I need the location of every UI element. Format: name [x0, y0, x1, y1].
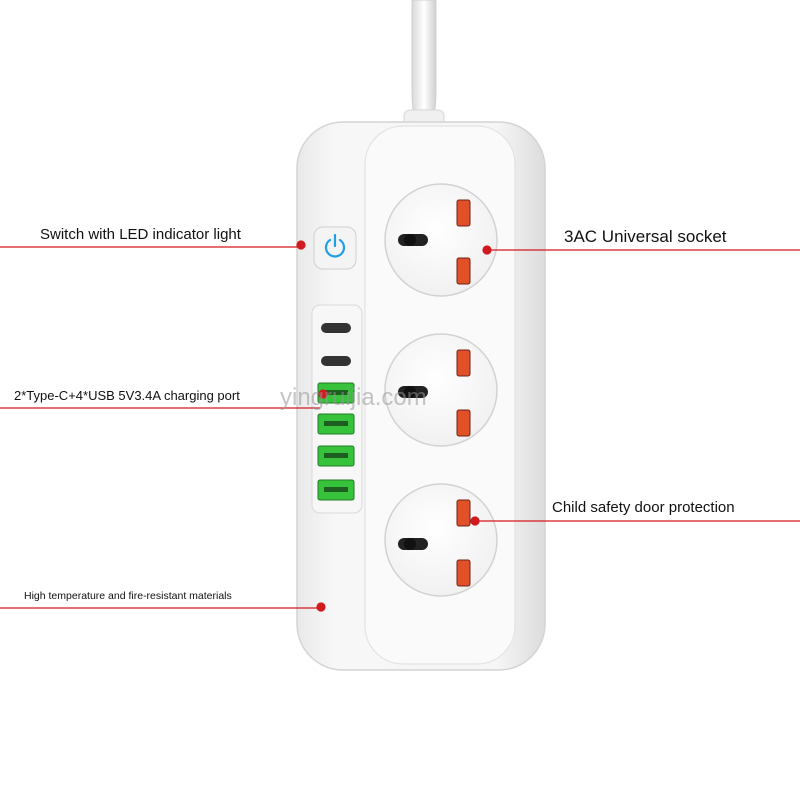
- callout-lines: [0, 240, 800, 612]
- watermark: yingruijia.com: [280, 384, 427, 411]
- power-button: [313, 226, 357, 270]
- usb-a-ports: [317, 382, 355, 501]
- usb-c-port-2: [321, 356, 351, 366]
- callout-child-safety: Child safety door protection: [552, 499, 735, 516]
- ac-socket-1: [384, 183, 498, 297]
- power-icon: [324, 233, 346, 258]
- ac-socket-3: [384, 483, 498, 597]
- callout-ports: 2*Type-C+4*USB 5V3.4A charging port: [14, 388, 240, 403]
- callout-switch: Switch with LED indicator light: [40, 226, 241, 243]
- ac-socket-2: [384, 333, 498, 447]
- usb-c-port-1: [321, 323, 351, 333]
- callout-ac-socket: 3AC Universal socket: [564, 227, 727, 246]
- power-cord: [411, 0, 437, 123]
- callout-temperature: High temperature and fire-resistant mate…: [24, 590, 232, 602]
